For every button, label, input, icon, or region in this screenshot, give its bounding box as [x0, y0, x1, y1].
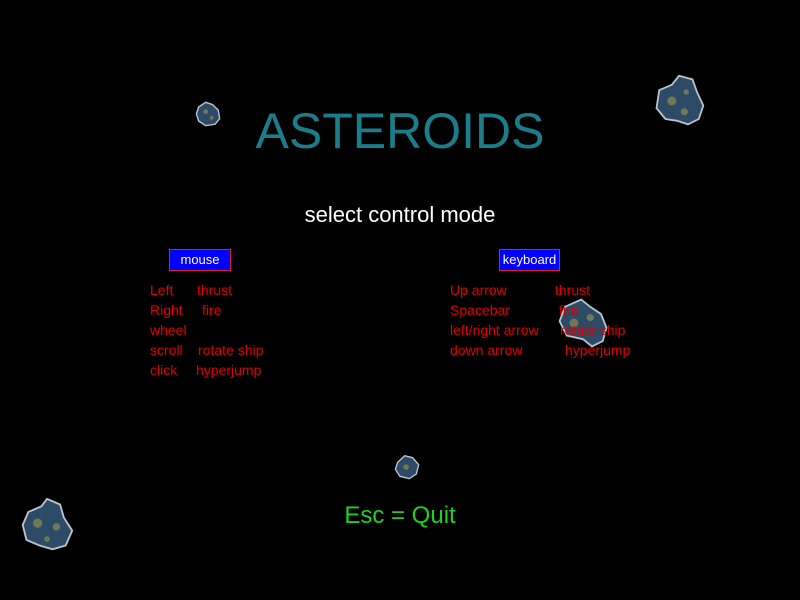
control-key: down arrow: [450, 342, 523, 358]
control-action: rotate ship: [560, 322, 626, 338]
control-action: hyperjump: [196, 362, 262, 378]
asteroid-icon: [655, 74, 705, 126]
control-key: left/right arrow: [450, 322, 539, 338]
control-key: scroll: [150, 342, 183, 358]
control-key: Right: [150, 302, 183, 318]
control-action: hyperjump: [565, 342, 631, 358]
mouse-mode-button[interactable]: mouse: [169, 249, 231, 271]
control-action: fire: [202, 302, 222, 318]
control-key: Spacebar: [450, 302, 510, 318]
asteroid-icon: [21, 497, 74, 551]
game-title: ASTEROIDS: [255, 103, 545, 159]
control-action: thrust: [555, 282, 591, 298]
control-key: wheel: [150, 322, 187, 338]
keyboard-mode-button[interactable]: keyboard: [499, 249, 560, 271]
select-mode-heading: select control mode: [304, 202, 496, 227]
control-key: Up arrow: [450, 282, 507, 298]
control-key: click: [150, 362, 178, 378]
control-action: thrust: [197, 282, 233, 298]
control-action: fire: [559, 302, 579, 318]
quit-hint: Esc = Quit: [344, 502, 456, 529]
control-action: rotate ship: [198, 342, 264, 358]
asteroid-icon: [558, 298, 608, 348]
asteroid-icon: [394, 455, 420, 480]
control-key: Left: [150, 282, 174, 298]
asteroid-icon: [195, 101, 221, 127]
